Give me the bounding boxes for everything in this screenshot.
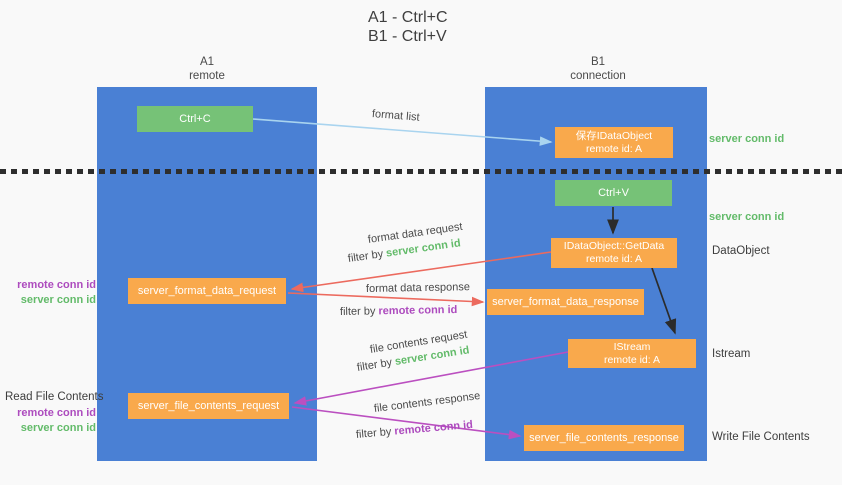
lane-a1-name: A1 — [199, 56, 215, 68]
file-request-conn-ids-left: remote conn id server conn id — [8, 406, 96, 435]
file-contents-response-label: file contents response — [373, 390, 481, 415]
ctrl-v-node: Ctrl+V — [555, 180, 672, 206]
server-file-contents-response-label: server_file_contents_response — [529, 432, 679, 444]
server-file-contents-request-node: server_file_contents_request — [128, 393, 289, 419]
remote-conn-id-text: remote conn id — [393, 418, 474, 438]
copy-paste-divider-line — [0, 169, 842, 174]
lane-a1-subtitle: remote — [189, 69, 225, 82]
server-conn-id-side-top: server conn id — [709, 133, 785, 145]
save-idataobject-node: 保存IDataObject remote id: A — [555, 127, 673, 158]
remote-conn-id-left: remote conn id — [17, 279, 96, 291]
istream-line2: remote id: A — [603, 353, 661, 366]
dataobject-side-label: DataObject — [712, 245, 770, 257]
lane-b1-header: B1 connection — [538, 56, 658, 83]
getdata-line2: remote id: A — [585, 253, 643, 265]
ctrl-c-label: Ctrl+C — [179, 113, 211, 125]
title-line-ctrl-v: B1 - Ctrl+V — [368, 28, 447, 45]
remote-conn-id-text: remote conn id — [378, 303, 458, 318]
server-format-data-request-label: server_format_data_request — [137, 285, 277, 297]
ctrl-c-node: Ctrl+C — [137, 106, 253, 132]
save-idataobject-line2: remote id: A — [585, 142, 643, 155]
server-conn-id-left: server conn id — [20, 421, 96, 434]
server-format-data-request-node: server_format_data_request — [128, 278, 286, 304]
server-file-contents-response-node: server_file_contents_response — [524, 425, 684, 451]
ctrl-v-label: Ctrl+V — [598, 187, 629, 199]
save-idataobject-line1: 保存IDataObject — [575, 129, 653, 142]
server-conn-id-side-mid: server conn id — [709, 211, 785, 223]
server-format-data-response-node: server_format_data_response — [487, 289, 644, 315]
istream-node: IStream remote id: A — [568, 339, 696, 368]
lane-b1-name: B1 — [590, 56, 606, 68]
format-list-label: format list — [371, 108, 421, 124]
idataobject-getdata-node: IDataObject::GetData remote id: A — [551, 238, 677, 268]
server-format-data-response-label: server_format_data_response — [492, 296, 639, 308]
filter-by-text: filter by — [347, 248, 384, 265]
filter-by-text: filter by — [355, 425, 392, 441]
lane-a1-header: A1 remote — [147, 56, 267, 83]
format-data-response-label: format data response — [365, 281, 471, 295]
diagram-title: A1 - Ctrl+C B1 - Ctrl+V — [368, 8, 448, 46]
getdata-line1: IDataObject::GetData — [563, 240, 665, 252]
title-line-ctrl-c: A1 - Ctrl+C — [368, 9, 448, 26]
remote-conn-id-left: remote conn id — [17, 407, 96, 419]
format-request-filter-label: filter byserver conn id — [347, 237, 461, 265]
server-conn-id-left: server conn id — [20, 293, 96, 306]
lane-b1-subtitle: connection — [570, 69, 626, 82]
istream-side-label: Istream — [712, 348, 751, 360]
istream-line1: IStream — [613, 340, 651, 353]
filter-by-text: filter by — [339, 305, 376, 318]
server-file-contents-request-label: server_file_contents_request — [137, 400, 280, 412]
filter-by-text: filter by — [356, 356, 393, 374]
request-conn-ids-left: remote conn id server conn id — [8, 278, 96, 307]
read-file-contents-label: Read File Contents — [5, 391, 104, 403]
write-file-contents-label: Write File Contents — [712, 431, 810, 443]
